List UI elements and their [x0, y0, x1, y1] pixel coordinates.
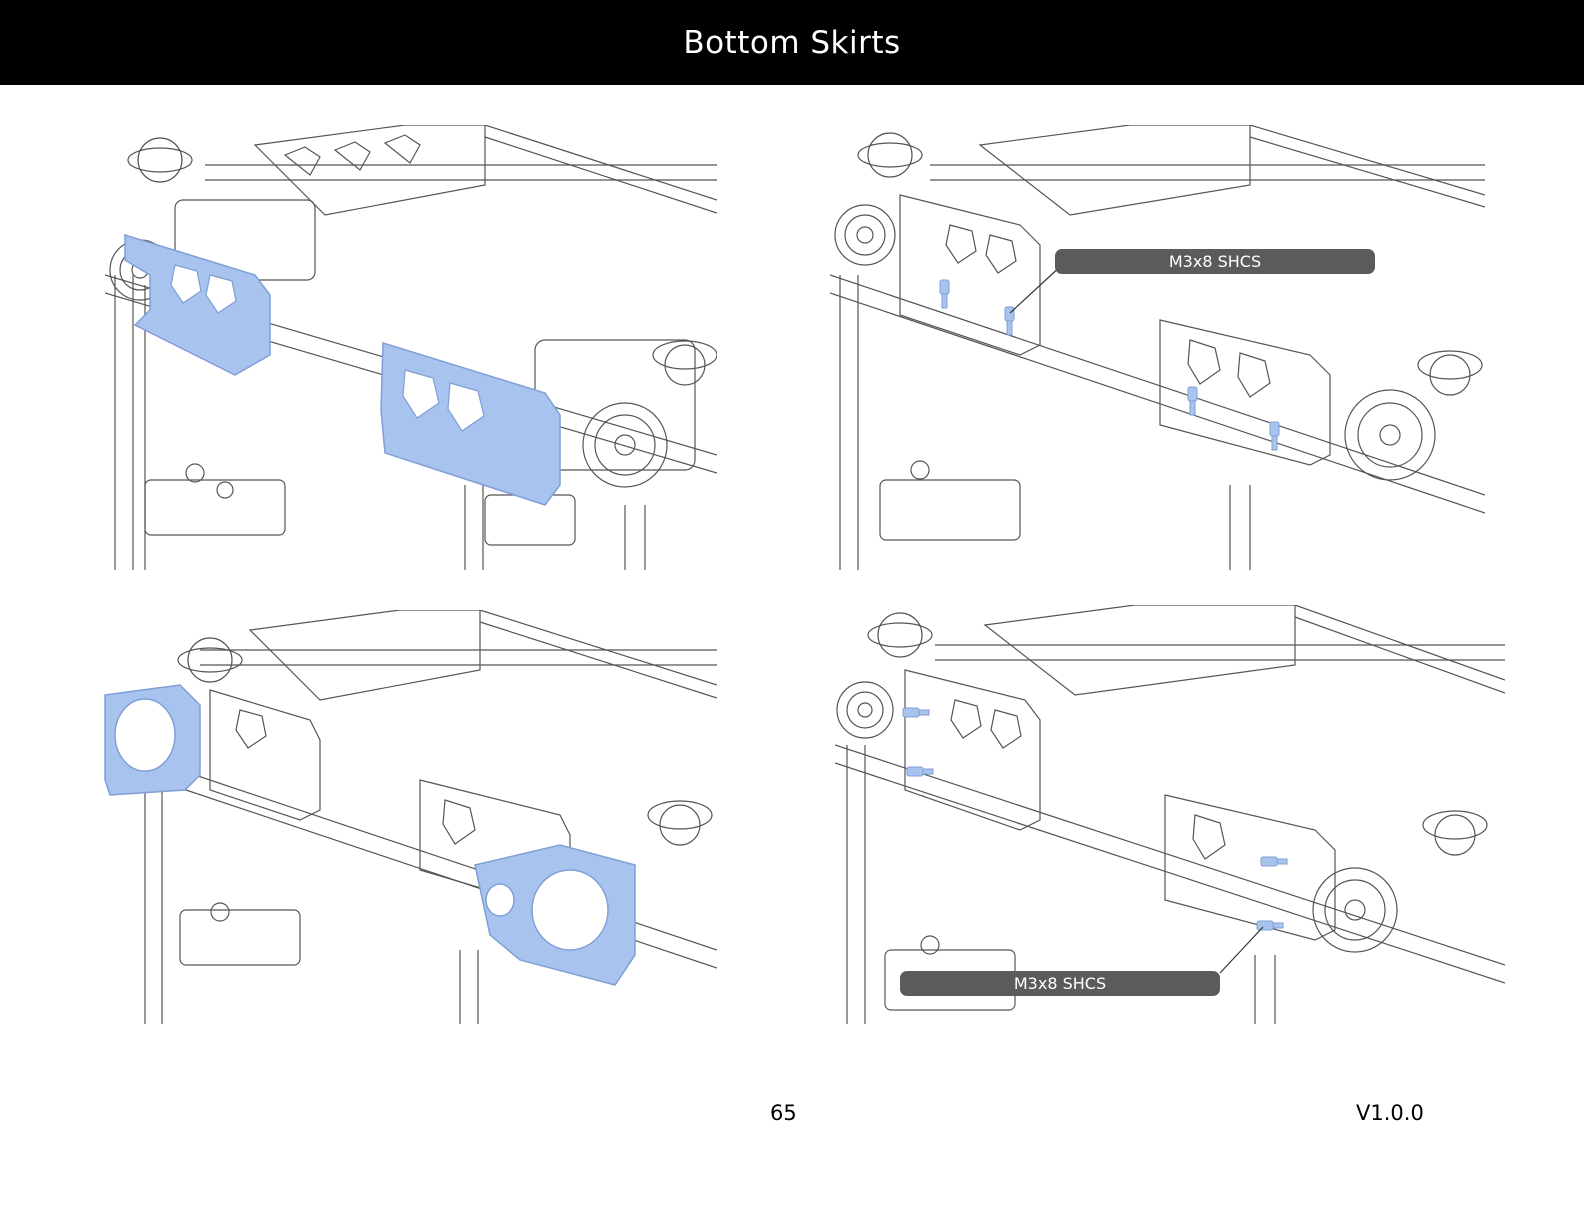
printer-frame-drawing [105, 125, 717, 570]
printer-frame-drawing [104, 610, 717, 1024]
printer-frame-drawing [830, 125, 1485, 570]
printer-frame-drawing [835, 605, 1505, 1024]
step-2-illustration [830, 125, 1485, 570]
step-3-illustration [100, 610, 717, 1024]
step-4-illustration [835, 605, 1505, 1024]
screw-callout: M3x8 SHCS [900, 971, 1220, 996]
version-label: V1.0.0 [1356, 1101, 1424, 1125]
page-title: Bottom Skirts [683, 24, 901, 61]
page-number: 65 [770, 1101, 797, 1125]
screw-callout: M3x8 SHCS [1055, 249, 1375, 274]
step-1-illustration [105, 125, 717, 570]
page-header: Bottom Skirts [0, 0, 1584, 85]
